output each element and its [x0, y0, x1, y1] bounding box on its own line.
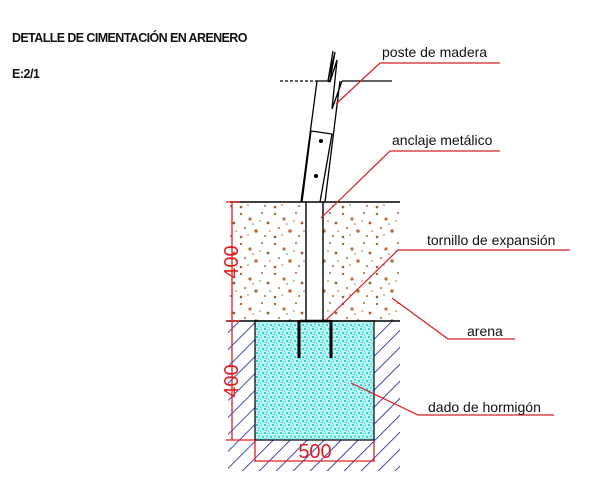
wooden-post [280, 50, 392, 203]
concrete-block [254, 320, 375, 441]
label-concrete-block: dado de hormigón [428, 399, 541, 415]
dimension-concrete-width: 500 [298, 441, 331, 463]
dimension-lines [226, 201, 375, 462]
leader-lines [320, 62, 570, 416]
label-metal-anchor: anclaje metálico [392, 132, 493, 148]
expansion-bolts [297, 320, 333, 358]
label-expansion-bolt: tornillo de expansión [427, 232, 556, 248]
label-sand: arena [467, 323, 503, 339]
metal-anchor [300, 202, 330, 323]
dimension-sand-depth: 400 [221, 245, 243, 278]
drawing-title: DETALLE DE CIMENTACIÓN EN ARENERO [12, 31, 247, 45]
sand-layer [230, 202, 400, 321]
label-wooden-post: poste de madera [382, 44, 488, 60]
dimension-concrete-depth: 400 [221, 364, 243, 397]
drawing-scale: E:2/1 [12, 67, 40, 81]
